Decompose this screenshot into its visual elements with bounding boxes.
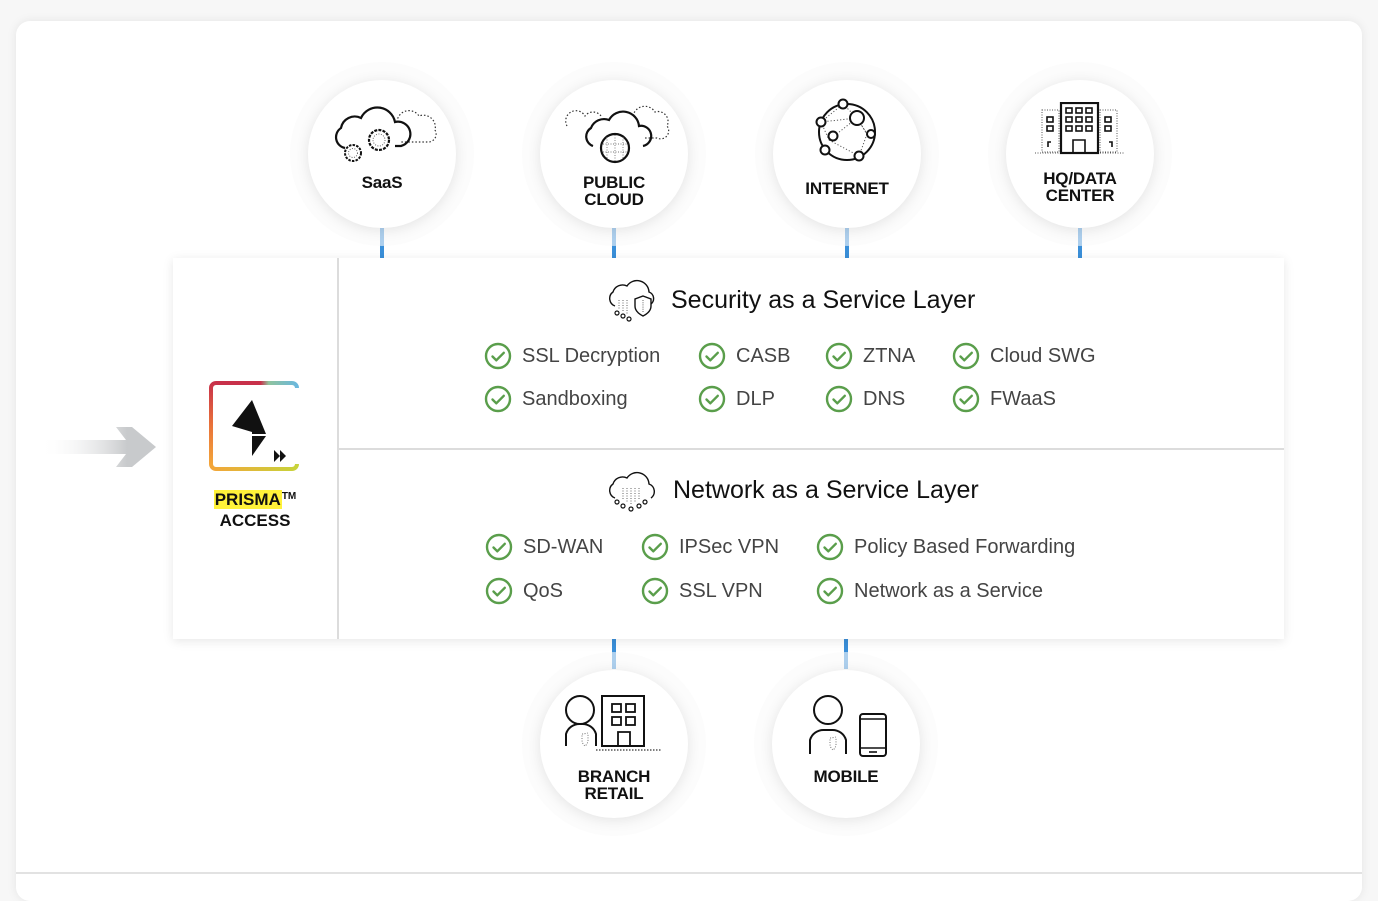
prisma-logo-icon	[209, 381, 299, 471]
check-circle-icon	[484, 385, 512, 413]
node-label: HQ/DATA CENTER	[1043, 169, 1117, 205]
connector-branch-retail	[612, 639, 616, 669]
feature-item: Sandboxing	[484, 385, 628, 413]
prisma-access-logo	[208, 380, 300, 472]
connector-public-cloud	[612, 228, 616, 258]
check-circle-icon	[641, 577, 669, 605]
node-mobile: MOBILE	[772, 670, 920, 818]
product-name-highlight: PRISMA	[213, 490, 282, 509]
feature-item: CASB	[698, 342, 790, 370]
feature-label: ZTNA	[863, 344, 916, 367]
feature-label: SSL Decryption	[522, 344, 661, 367]
check-circle-icon	[485, 533, 513, 561]
connector-saas	[380, 228, 384, 258]
person-building-icon	[565, 695, 662, 751]
feature-item: QoS	[485, 577, 563, 605]
node-branch-retail: BRANCH RETAIL	[540, 670, 688, 818]
product-name: PRISMATM ACCESS	[173, 486, 337, 531]
feature-item: Policy Based Forwarding	[816, 533, 1075, 561]
feature-label: Sandboxing	[522, 387, 628, 410]
saas-cloud-gears-icon	[334, 106, 437, 162]
person-phone-icon	[809, 695, 887, 757]
connector-internet	[845, 228, 849, 258]
check-circle-icon	[952, 342, 980, 370]
product-column: PRISMATM ACCESS	[173, 258, 339, 639]
check-circle-icon	[825, 342, 853, 370]
node-label: MOBILE	[813, 767, 879, 786]
node-label: SaaS	[361, 173, 403, 192]
feature-label: DNS	[863, 387, 906, 410]
feature-item: SSL VPN	[641, 577, 763, 605]
feature-item: SSL Decryption	[484, 342, 660, 370]
check-circle-icon	[484, 342, 512, 370]
node-label: PUBLIC CLOUD	[582, 173, 646, 209]
feature-label: IPSec VPN	[679, 535, 780, 558]
feature-label: SSL VPN	[679, 579, 763, 602]
arrow-right-icon	[40, 427, 156, 467]
check-circle-icon	[641, 533, 669, 561]
network-layer-title: Network as a Service Layer	[605, 468, 979, 512]
feature-label: Cloud SWG	[990, 344, 1096, 367]
layer-divider	[339, 448, 1284, 450]
internet-network-globe-icon	[815, 98, 876, 162]
cloud-network-icon	[609, 471, 655, 512]
feature-item: ZTNA	[825, 342, 915, 370]
feature-label: Network as a Service	[854, 579, 1043, 602]
feature-item: SD-WAN	[485, 533, 603, 561]
feature-item: Cloud SWG	[952, 342, 1096, 370]
layer-title-text: Network as a Service Layer	[673, 475, 979, 504]
feature-item: IPSec VPN	[641, 533, 779, 561]
check-circle-icon	[816, 533, 844, 561]
cloud-shield-icon	[609, 279, 655, 322]
feature-item: DLP	[698, 385, 775, 413]
feature-label: DLP	[736, 387, 775, 410]
check-circle-icon	[952, 385, 980, 413]
feature-label: CASB	[736, 344, 791, 367]
node-saas: SaaS	[308, 80, 456, 228]
check-circle-icon	[698, 385, 726, 413]
check-circle-icon	[698, 342, 726, 370]
layer-title-text: Security as a Service Layer	[671, 285, 976, 314]
feature-label: SD-WAN	[523, 535, 604, 558]
frame-divider	[16, 872, 1362, 874]
node-label: INTERNET	[805, 179, 889, 198]
feature-item: Network as a Service	[816, 577, 1043, 605]
node-public-cloud: PUBLIC CLOUD	[540, 80, 688, 228]
feature-item: FWaaS	[952, 385, 1056, 413]
feature-label: FWaaS	[990, 387, 1056, 410]
node-hq-data-center: HQ/DATA CENTER	[1006, 80, 1154, 228]
feature-label: QoS	[523, 579, 564, 602]
public-cloud-globe-icon	[565, 105, 670, 164]
security-layer-title: Security as a Service Layer	[605, 278, 975, 322]
check-circle-icon	[816, 577, 844, 605]
feature-label: Policy Based Forwarding	[854, 535, 1076, 558]
product-subtitle: ACCESS	[219, 511, 291, 530]
prisma-access-panel: PRISMATM ACCESS Security as a Service La…	[173, 258, 1284, 639]
check-circle-icon	[825, 385, 853, 413]
connector-mobile	[844, 639, 848, 669]
check-circle-icon	[485, 577, 513, 605]
node-label: BRANCH RETAIL	[577, 767, 651, 803]
office-building-icon	[1035, 102, 1125, 155]
feature-item: DNS	[825, 385, 905, 413]
node-internet: INTERNET	[773, 80, 921, 228]
incoming-arrow	[40, 425, 158, 469]
trademark: TM	[281, 491, 297, 502]
connector-hq-data-center	[1078, 228, 1082, 258]
